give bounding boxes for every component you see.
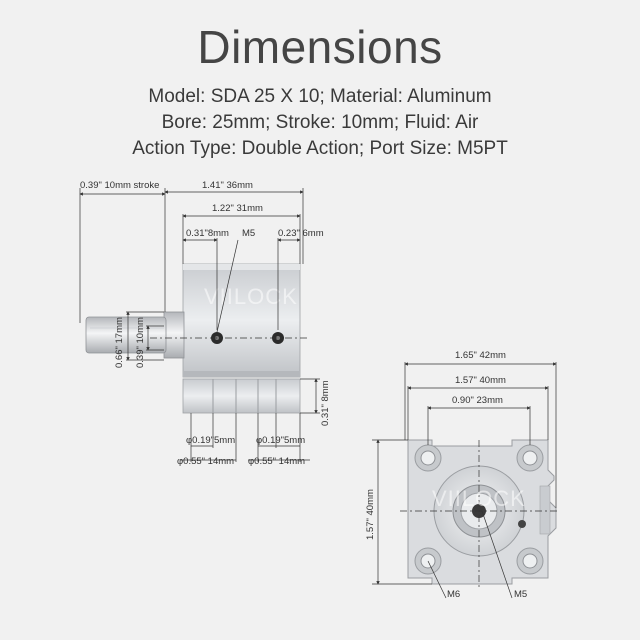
dim-stroke: 0.39" 10mm stroke [80, 180, 159, 191]
dim-hole-right: φ0.19"5mm [256, 435, 305, 446]
piston-rod [85, 316, 167, 354]
page-title: Dimensions [197, 21, 443, 73]
cylinder-body [182, 263, 301, 378]
front-view: VIILOCK 1.65" 42mm 1.57" 40mm 0.90" 23mm… [365, 350, 560, 600]
dim-hole-left: φ0.19"5mm [186, 435, 235, 446]
dim-front-height: 1.57" 40mm [365, 489, 376, 540]
rod-collar [163, 311, 185, 359]
corner-hole-tr [516, 444, 544, 472]
corner-hole-tl [414, 444, 442, 472]
dim-body-length: 1.22" 31mm [212, 203, 263, 214]
spec-line-bore: Bore: 25mm; Stroke: 10mm; Fluid: Air [161, 112, 479, 133]
label-thread-m6: M6 [447, 589, 460, 600]
side-watermark: VIILOCK [204, 284, 298, 309]
corner-hole-br [516, 547, 544, 575]
dim-front-width-overall: 1.65" 42mm [455, 350, 506, 361]
dim-mount-height: 0.31" 8mm [320, 380, 331, 426]
dim-counterbore-right: φ0.55" 14mm [248, 456, 305, 467]
spec-line-model: Model: SDA 25 X 10; Material: Aluminum [148, 86, 492, 107]
dim-port-offset: 0.31"8mm [186, 228, 229, 239]
dim-front-width-body: 1.57" 40mm [455, 375, 506, 386]
dim-rod-inner: 0.39" 10mm [135, 317, 146, 368]
spec-line-action: Action Type: Double Action; Port Size: M… [132, 138, 508, 159]
front-watermark: VIILOCK [432, 486, 526, 511]
dim-rod-outer: 0.66" 17mm [114, 317, 125, 368]
mounting-block [182, 378, 301, 414]
dim-overall-length: 1.41" 36mm [202, 180, 253, 191]
spec-block: Model: SDA 25 X 10; Material: Aluminum B… [0, 84, 640, 162]
label-port-m5: M5 [242, 228, 255, 239]
side-view: VIILOCK 0.39" 10mm stroke 1.41" 36mm 1.2… [79, 180, 331, 467]
dim-counterbore-left: φ0.55" 14mm [177, 456, 234, 467]
label-thread-m5: M5 [514, 589, 527, 600]
dim-port-offset-rear: 0.23" 6mm [278, 228, 324, 239]
dim-hole-spacing: 0.90" 23mm [452, 395, 503, 406]
